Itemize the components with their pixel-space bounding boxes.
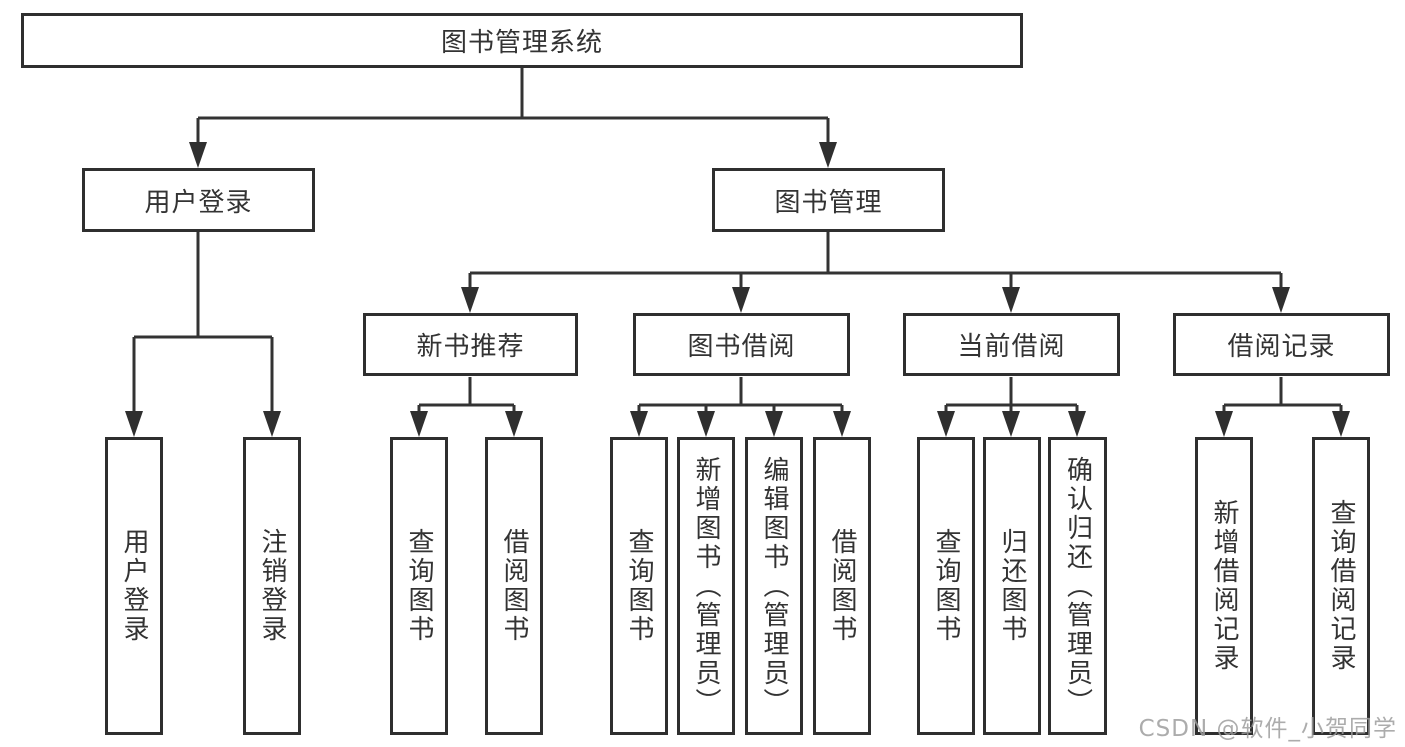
connector-root-to-level2 [196,66,830,144]
arrowhead-icon [1068,411,1086,437]
leaf-label: 归还图书 [997,528,1027,644]
leaf-query-books-recommend: 查询图书 [390,437,448,735]
arrowhead-icon [263,411,281,437]
arrowhead-icon [1272,287,1290,313]
leaf-label: 借阅图书 [499,528,529,644]
connector-bookmgmt-to-level3 [468,232,1283,289]
node-user-login: 用户登录 [82,168,315,232]
leaf-label: 查询图书 [404,528,434,644]
leaf-label: 查询图书 [624,528,654,644]
arrowhead-icon [819,142,837,168]
connector-bookborrow-to-leaves [637,377,844,413]
leaf-label: 新增借阅记录 [1209,499,1239,673]
leaf-return-book: 归还图书 [983,437,1041,735]
arrowhead-icon [461,287,479,313]
leaf-add-borrow-record: 新增借阅记录 [1195,437,1253,735]
leaf-query-books-borrow: 查询图书 [610,437,668,735]
arrowhead-icon [833,411,851,437]
arrowhead-icon [125,411,143,437]
leaf-label: 查询图书 [931,528,961,644]
leaf-label: 新增图书（管理员） [691,455,721,717]
arrowhead-icon [1332,411,1350,437]
node-borrow-records: 借阅记录 [1173,313,1390,376]
leaf-borrow-books: 借阅图书 [813,437,871,735]
arrowhead-icon [1002,411,1020,437]
watermark-text: CSDN @软件_小贺同学 [1138,716,1397,742]
connector-userlogin-to-leaves [132,232,274,413]
arrowhead-icon [937,411,955,437]
leaf-edit-book-admin: 编辑图书（管理员） [745,437,803,735]
arrowhead-icon [697,411,715,437]
leaf-label: 确认归还（管理员） [1062,455,1093,717]
leaf-confirm-return-admin: 确认归还（管理员） [1048,437,1107,735]
arrowhead-icon [189,142,207,168]
arrowhead-icon [505,411,523,437]
node-current-borrow: 当前借阅 [903,313,1120,376]
arrowhead-icon [765,411,783,437]
connector-newbook-to-leaves [417,377,516,413]
node-book-management: 图书管理 [712,168,945,232]
connector-borrowrecords-to-leaves [1222,377,1343,413]
leaf-borrow-books-recommend: 借阅图书 [485,437,543,735]
arrowhead-icon [630,411,648,437]
connector-currentborrow-to-leaves [944,377,1079,413]
arrowhead-icon [1002,287,1020,313]
arrowhead-icon [1215,411,1233,437]
leaf-label: 注销登录 [257,528,287,644]
node-book-borrow: 图书借阅 [633,313,850,376]
leaf-label: 借阅图书 [827,528,857,644]
leaf-label: 用户登录 [119,528,149,644]
arrowhead-icon [732,287,750,313]
node-new-book-recommend: 新书推荐 [363,313,578,376]
leaf-label: 编辑图书（管理员） [759,455,789,717]
leaf-label: 查询借阅记录 [1326,499,1356,673]
leaf-query-borrow-record: 查询借阅记录 [1312,437,1370,735]
root-node-library-system: 图书管理系统 [21,13,1023,68]
leaf-add-book-admin: 新增图书（管理员） [677,437,735,735]
leaf-query-books-current: 查询图书 [917,437,975,735]
leaf-logout: 注销登录 [243,437,301,735]
arrowhead-icon [410,411,428,437]
leaf-user-login: 用户登录 [105,437,163,735]
